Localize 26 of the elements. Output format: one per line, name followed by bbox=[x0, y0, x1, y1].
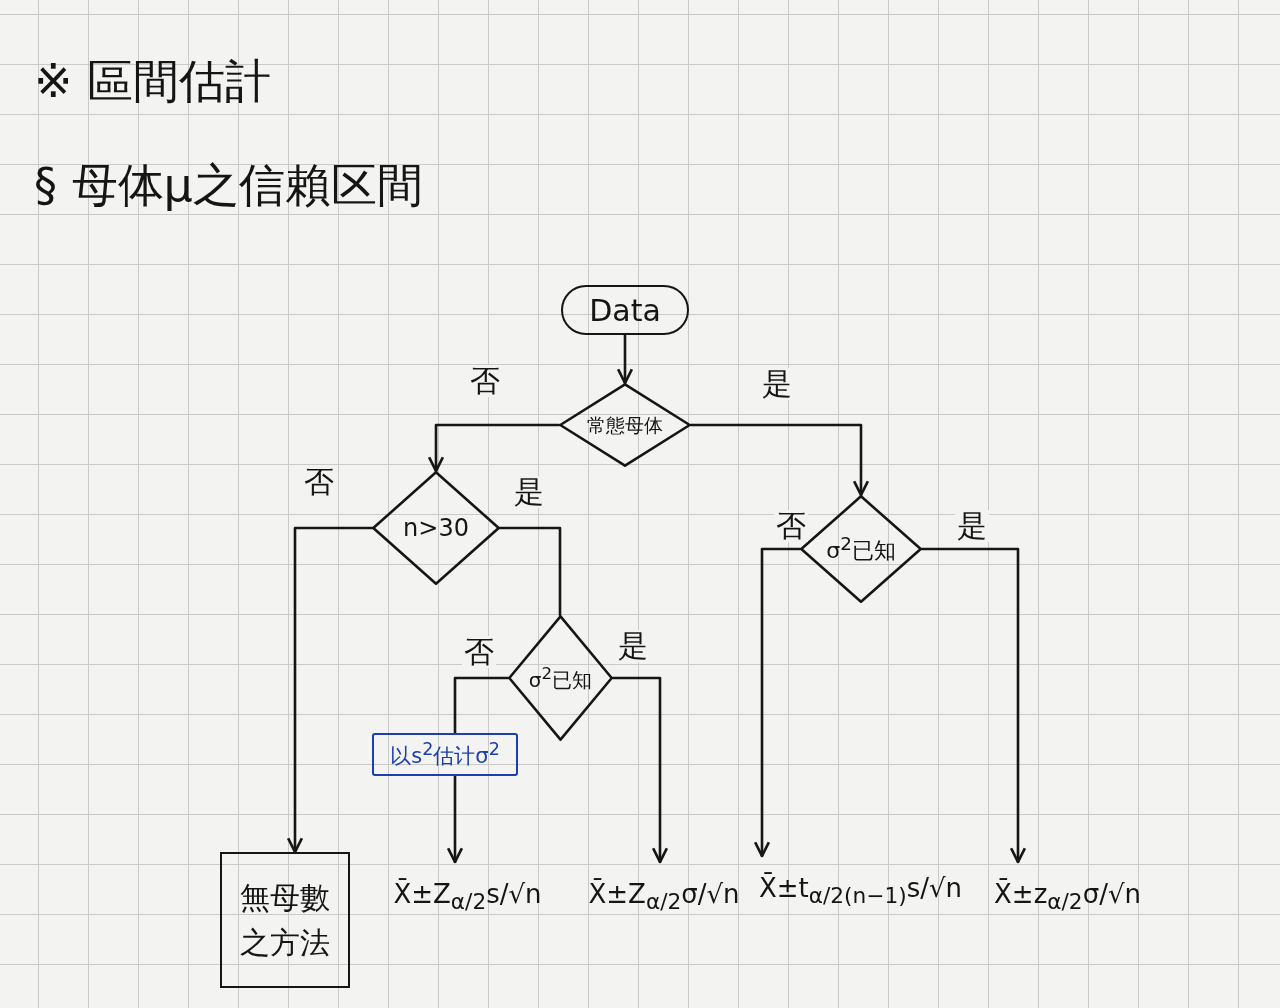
flow-arrow bbox=[920, 547, 1027, 864]
edge-label: 否 bbox=[302, 466, 336, 498]
formula: X̄±z$_{α/2}$σ/√n bbox=[985, 862, 1150, 932]
flow-arrow bbox=[286, 526, 374, 854]
process-box: 無母數之方法 bbox=[220, 852, 350, 988]
flow-arrow bbox=[753, 547, 802, 858]
flow-arrow bbox=[611, 676, 669, 864]
flow-arrow bbox=[689, 423, 870, 497]
flow-arrow bbox=[427, 423, 561, 473]
edge-label: 否 bbox=[774, 510, 808, 542]
page-title: ※ 區間估計 bbox=[34, 56, 272, 107]
note-box: 以s$^{2}$估计σ$^{2}$ bbox=[372, 733, 518, 776]
decision-text: 常態母体 bbox=[587, 414, 663, 436]
edge-label: 是 bbox=[955, 510, 989, 542]
decision-text: σ$^{2}$已知 bbox=[528, 665, 593, 691]
edge-label: 否 bbox=[462, 636, 496, 668]
section-heading: § 母体μ之信賴区間 bbox=[34, 160, 423, 211]
start-terminal: Data bbox=[561, 285, 689, 335]
decision-text: n>30 bbox=[403, 514, 469, 542]
decision-text: σ$^{2}$已知 bbox=[826, 534, 896, 564]
flow-arrow bbox=[616, 333, 634, 385]
formula: X̄±Z$_{α/2}$σ/√n bbox=[588, 862, 740, 932]
formula: X̄±t$_{α/2(n−1)}$s/√n bbox=[748, 856, 973, 926]
flow-arrow bbox=[446, 774, 464, 864]
formula: X̄±Z$_{α/2}$s/√n bbox=[380, 862, 555, 932]
edge-label: 否 bbox=[468, 365, 502, 397]
